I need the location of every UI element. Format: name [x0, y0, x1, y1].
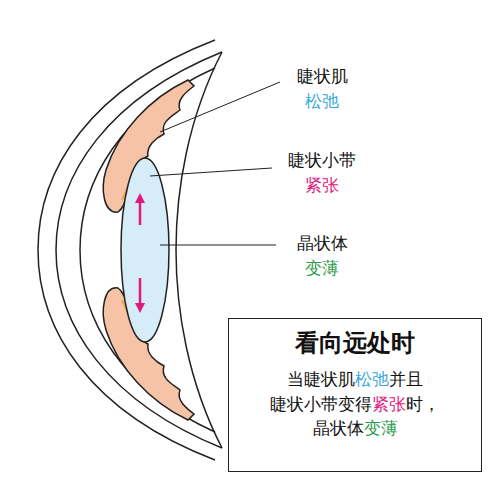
note-box: 看向远处时当睫状肌松弛并且 睫状小带变得紧张时， 晶状体变薄: [228, 318, 482, 472]
state-word: 松弛: [305, 91, 339, 111]
leader-lines: [150, 82, 280, 245]
state-word: 紧张: [305, 175, 339, 195]
sclera-inner: [56, 52, 222, 448]
tension-arrows: [139, 198, 142, 308]
state-word: 变薄: [305, 258, 339, 278]
sclera-outline: [38, 40, 215, 460]
ciliary-body: [103, 80, 194, 420]
part-name: 睫状肌: [297, 66, 348, 86]
lens: [121, 158, 169, 342]
box-body: 当睫状肌松弛并且 睫状小带变得紧张时， 晶状体变薄: [239, 367, 471, 441]
part-name: 睫状小带: [288, 150, 356, 170]
part-name: 晶状体: [297, 233, 348, 253]
inner-wall: [176, 52, 222, 448]
box-heading: 看向远处时: [239, 327, 471, 359]
